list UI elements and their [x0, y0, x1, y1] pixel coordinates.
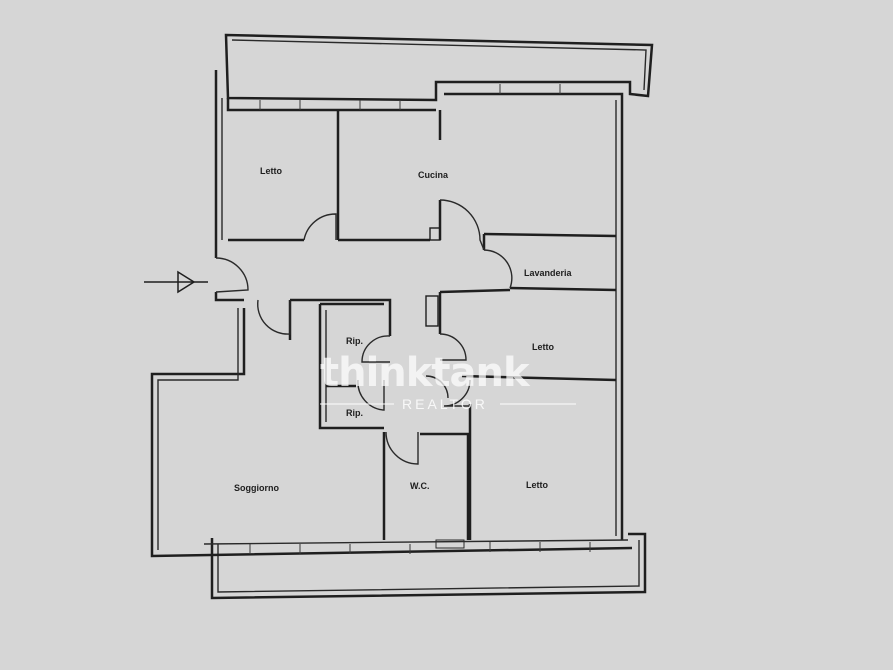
room-label-letto-e: Letto [532, 342, 554, 352]
entrance-arrow-icon [144, 270, 208, 294]
watermark-logo: thinktank REALTOR [320, 350, 576, 412]
windows [249, 84, 591, 554]
room-label-cucina: Cucina [418, 170, 449, 180]
watermark-brand: thinktank [320, 350, 531, 396]
watermark-tagline: REALTOR [402, 396, 488, 412]
room-label-rip-2: Rip. [346, 408, 363, 418]
outer-walls [150, 70, 633, 558]
room-label-soggiorno: Soggiorno [234, 483, 279, 493]
balcony-south [210, 532, 647, 600]
room-label-letto-se: Letto [526, 480, 548, 490]
interior-walls [228, 110, 617, 540]
balcony-north [224, 33, 654, 102]
room-label-letto-nw: Letto [260, 166, 282, 176]
room-label-rip-1: Rip. [346, 336, 363, 346]
door-swings [215, 199, 513, 465]
room-label-lavanderia: Lavanderia [524, 268, 573, 278]
room-label-wc: W.C. [410, 481, 430, 491]
